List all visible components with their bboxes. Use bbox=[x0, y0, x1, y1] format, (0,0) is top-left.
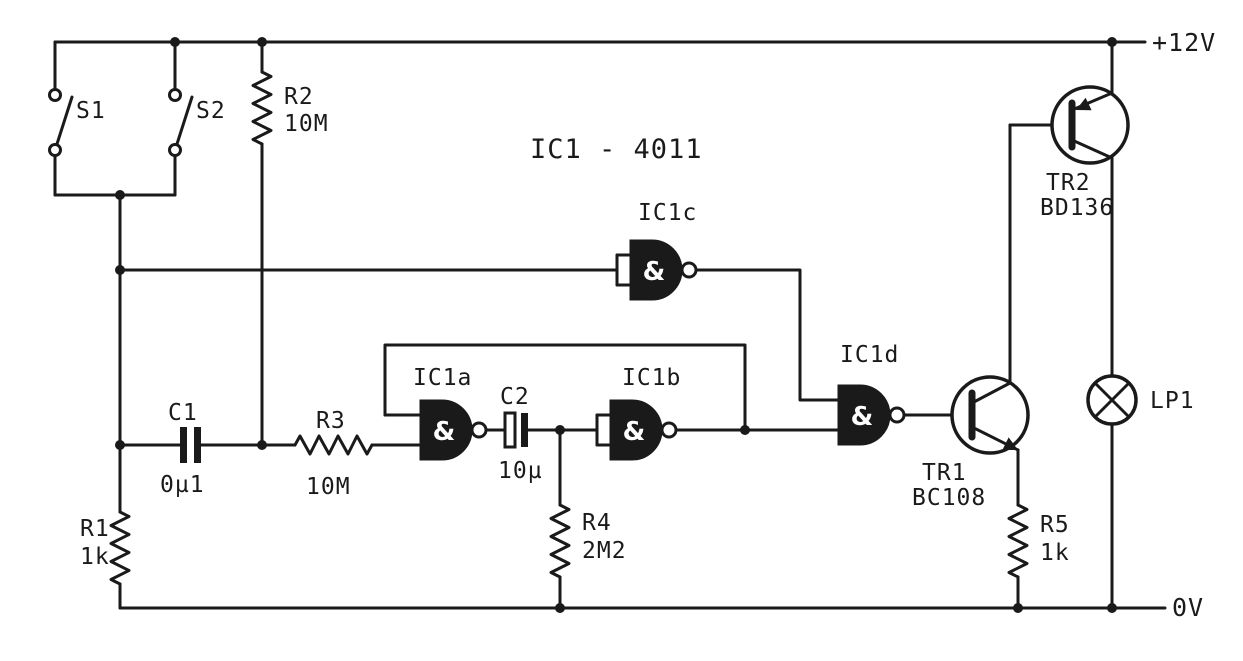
label-tr2-value: BD136 bbox=[1040, 195, 1114, 221]
resistor-body bbox=[109, 510, 131, 586]
emitter-arrow bbox=[1076, 97, 1092, 111]
capacitor-c1: C1 0µ1 bbox=[118, 400, 264, 498]
label-ic1a: IC1a bbox=[413, 365, 472, 391]
switch-terminal bbox=[48, 88, 62, 102]
diagram-title: IC1 - 4011 bbox=[530, 134, 703, 165]
and-symbol: & bbox=[433, 417, 456, 447]
label-s2: S2 bbox=[196, 98, 226, 124]
switch-lever bbox=[55, 95, 74, 146]
inverter-bubble bbox=[660, 421, 678, 439]
nand-gate-ic1d: & IC1d bbox=[837, 342, 974, 446]
nand-gate-ic1c: & IC1c bbox=[118, 200, 840, 402]
transistor-tr2: TR2 BD136 bbox=[1008, 40, 1130, 378]
transistor-tr1: TR1 BC108 bbox=[912, 123, 1030, 511]
lamp-cross bbox=[1093, 381, 1131, 419]
label-lp1: LP1 bbox=[1150, 388, 1195, 414]
power-rails: +12V 0V bbox=[53, 28, 1216, 622]
label-c2-value: 10µ bbox=[498, 458, 543, 484]
label-c1-value: 0µ1 bbox=[160, 472, 205, 498]
resistor-body bbox=[1007, 503, 1029, 579]
label-r3-name: R3 bbox=[316, 408, 346, 434]
nand-gate-ic1a: & IC1a bbox=[383, 365, 488, 461]
negative-rail-label: 0V bbox=[1172, 593, 1204, 622]
label-r3-value: 10M bbox=[306, 474, 351, 500]
resistor-r4: R4 2M2 bbox=[549, 428, 627, 610]
resistor-r2: R2 10M bbox=[251, 40, 329, 450]
capacitor-c2: C2 10µ bbox=[484, 384, 599, 484]
label-tr1-value: BC108 bbox=[912, 485, 986, 511]
wire bbox=[694, 268, 840, 402]
switch-terminal bbox=[168, 88, 182, 102]
label-tr2-name: TR2 bbox=[1046, 170, 1091, 196]
label-r4-name: R4 bbox=[582, 510, 612, 536]
nand-gate-ic1b: & IC1b bbox=[595, 365, 840, 461]
resistor-r3: R3 10M bbox=[260, 408, 422, 500]
inverter-bubble bbox=[888, 406, 906, 424]
lamp-lp1: LP1 bbox=[1086, 374, 1195, 610]
and-symbol: & bbox=[623, 417, 646, 447]
label-r4-value: 2M2 bbox=[582, 538, 627, 564]
label-r1-value: 1k bbox=[80, 544, 110, 570]
resistor-r5: R5 1k bbox=[1007, 448, 1070, 610]
label-ic1b: IC1b bbox=[622, 365, 681, 391]
transistor-body bbox=[950, 375, 1030, 455]
junction-dot bbox=[115, 190, 125, 200]
resistor-r1: R1 1k bbox=[80, 510, 131, 610]
label-ic1c: IC1c bbox=[638, 200, 697, 226]
label-s1: S1 bbox=[76, 98, 106, 124]
label-r2-name: R2 bbox=[284, 84, 314, 110]
capacitor-plate bbox=[503, 411, 517, 449]
transistor-collector bbox=[970, 381, 1012, 405]
transistor-body bbox=[1050, 85, 1130, 165]
transistor-collector bbox=[1070, 138, 1114, 160]
emitter-arrow bbox=[1002, 437, 1018, 450]
label-r1-name: R1 bbox=[80, 516, 110, 542]
wire bbox=[383, 343, 747, 432]
inverter-bubble bbox=[680, 261, 698, 279]
resistor-body bbox=[293, 434, 374, 456]
capacitor-plate bbox=[180, 427, 187, 463]
switch-lever bbox=[175, 95, 194, 146]
capacitor-plate bbox=[521, 413, 528, 447]
positive-rail-label: +12V bbox=[1152, 28, 1216, 57]
label-r2-value: 10M bbox=[284, 111, 329, 137]
label-r5-name: R5 bbox=[1040, 512, 1070, 538]
switch-s1: S1 bbox=[48, 40, 106, 197]
capacitor-plate bbox=[194, 427, 201, 463]
inverter-bubble bbox=[470, 421, 488, 439]
label-tr1-name: TR1 bbox=[922, 460, 967, 486]
switch-terminal bbox=[48, 143, 62, 157]
label-c1-name: C1 bbox=[168, 400, 198, 426]
label-c2-name: C2 bbox=[500, 384, 530, 410]
resistor-body bbox=[549, 503, 571, 579]
and-symbol: & bbox=[643, 257, 666, 287]
switch-s2: S2 bbox=[168, 40, 226, 197]
resistor-body bbox=[251, 70, 273, 146]
label-ic1d: IC1d bbox=[840, 342, 899, 368]
and-symbol: & bbox=[851, 402, 874, 432]
label-r5-value: 1k bbox=[1040, 540, 1070, 566]
switch-terminal bbox=[168, 143, 182, 157]
left-bus bbox=[53, 190, 177, 514]
